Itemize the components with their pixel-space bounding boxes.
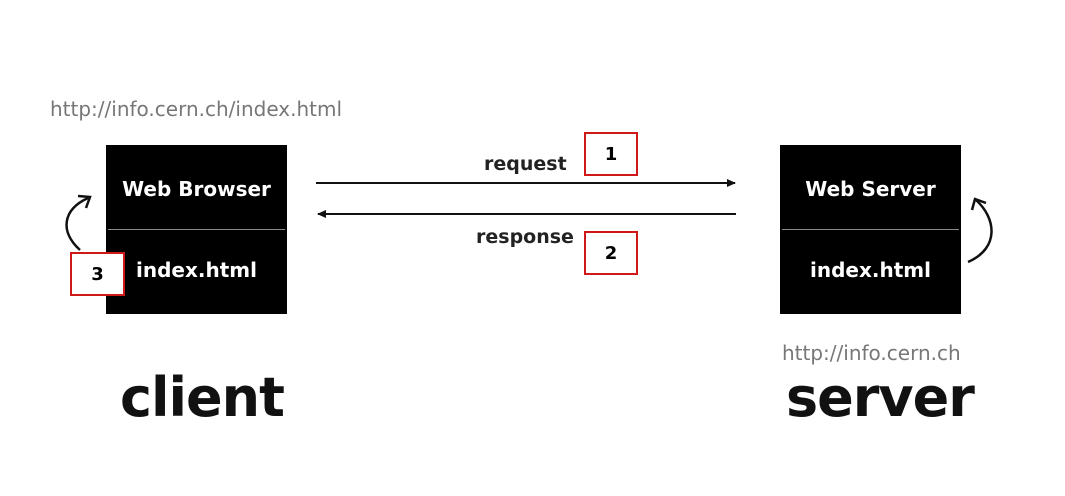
client-reload-arrowhead — [77, 194, 92, 209]
response-label: response — [476, 226, 574, 248]
web-server-box: Web Server index.html — [780, 145, 961, 314]
web-browser-title: Web Browser — [122, 177, 271, 201]
client-url: http://info.cern.ch/index.html — [50, 97, 343, 121]
client-reload-arrow — [65, 196, 89, 251]
web-server-file: index.html — [810, 258, 931, 282]
web-server-title: Web Server — [805, 177, 936, 201]
web-browser-file: index.html — [136, 258, 257, 282]
marker-2: 2 — [584, 231, 638, 275]
marker-1: 1 — [584, 132, 638, 176]
server-reload-arrowhead — [970, 197, 987, 211]
server-reload-arrow — [967, 199, 993, 264]
server-url: http://info.cern.ch — [782, 341, 961, 365]
web-server-divider — [782, 229, 959, 230]
request-label: request — [484, 153, 567, 175]
web-browser-box: Web Browser index.html — [106, 145, 287, 314]
client-label: client — [120, 366, 285, 429]
server-label: server — [786, 366, 975, 429]
web-browser-divider — [108, 229, 285, 230]
marker-3: 3 — [70, 252, 125, 296]
